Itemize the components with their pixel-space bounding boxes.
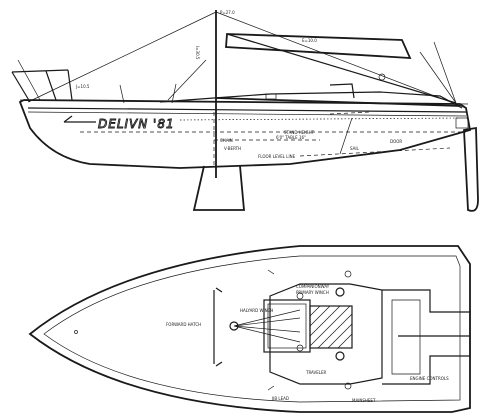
label-primary-winch: PRIMARY WINCH — [296, 290, 329, 295]
i-dimension-label: I=30.5 — [195, 46, 200, 60]
label-halyard-winch: HALYARD WINCH — [240, 308, 273, 313]
interior-note-chain: CHAIN — [220, 138, 233, 143]
keel — [192, 165, 245, 211]
interior-note-floor-level: FLOOR LEVEL LINE — [258, 154, 296, 159]
label-jib-lead: JIB LEAD — [271, 396, 289, 401]
cabin-house — [159, 91, 463, 109]
e-dimension-label: E=10.0 — [302, 38, 317, 43]
label-mainsheet: MAINSHEET — [352, 398, 376, 403]
interior-note-table: 6'0" TABLE 16" — [276, 135, 306, 140]
label-traveler: TRAVELER — [305, 370, 327, 375]
bow-pulpit — [11, 59, 73, 103]
cockpit — [382, 289, 471, 385]
interior-note-v-berth: V-BERTH — [224, 146, 241, 151]
label-companionway: COMPANIONWAY — [296, 284, 330, 289]
sheer-line — [27, 107, 467, 113]
upper-spar — [225, 33, 412, 59]
j-dimension-label: J=10.5 — [75, 84, 90, 89]
hull-name: DELIVN '81 — [98, 117, 175, 131]
toe-rail — [43, 255, 461, 403]
interior-note-sail: SAIL — [350, 146, 360, 151]
companionway-hatch — [309, 305, 353, 349]
hull-profile — [18, 99, 472, 169]
backstay — [215, 11, 467, 109]
bow-fitting — [74, 330, 78, 334]
mast-step — [229, 321, 239, 331]
winch-port — [335, 287, 345, 297]
main-leech — [226, 33, 457, 104]
rudder — [463, 126, 479, 212]
label-forward-hatch: FORWARD HATCH — [166, 322, 201, 327]
deck-plan-view: COMPANIONWAY PRIMARY WINCH HALYARD WINCH… — [28, 245, 471, 413]
winch-starboard — [335, 351, 345, 361]
label-engine-controls: ENGINE CONTROLS — [410, 376, 449, 381]
stanchions — [213, 269, 275, 391]
profile-view: DELIVN '81 P=27.0 E=10.0 I=30.5 J=10.5 S… — [11, 10, 479, 212]
interior-note-stand-height: STAND HEIGHT — [284, 130, 315, 135]
p-dimension-label: P=27.0 — [220, 10, 235, 15]
interior-lines — [80, 111, 469, 165]
forestay — [27, 11, 217, 103]
cabin-top — [269, 283, 383, 385]
deck-outline — [28, 245, 471, 413]
interior-note-door: DOOR — [390, 139, 402, 144]
cabin-window — [265, 93, 277, 100]
winch — [378, 73, 386, 81]
